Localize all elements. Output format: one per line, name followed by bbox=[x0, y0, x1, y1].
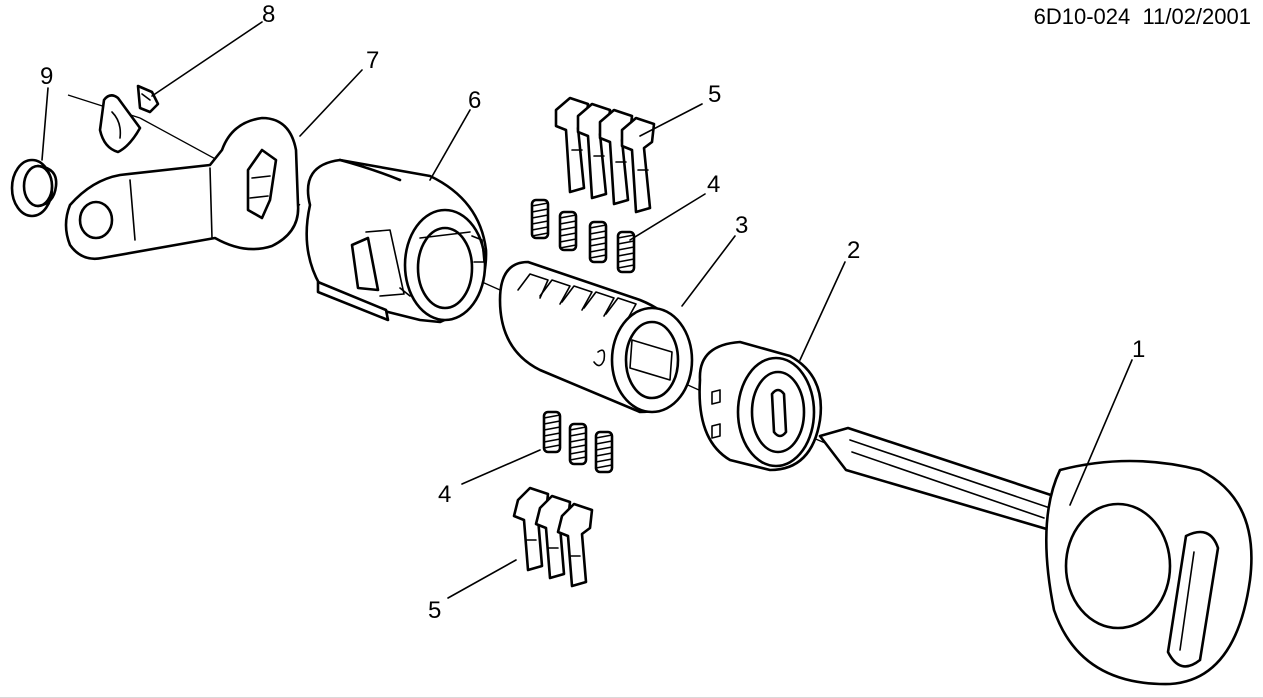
rivet-part bbox=[10, 158, 58, 218]
callout-label-tumblers-upper: 5 bbox=[708, 81, 721, 108]
callout-label-tumblers-lower: 5 bbox=[428, 597, 441, 624]
callout-label-springs-upper: 4 bbox=[707, 171, 720, 198]
callout-label-retainer-clip: 8 bbox=[262, 1, 275, 28]
leader-lines bbox=[41, 21, 1133, 599]
lever-part bbox=[64, 116, 300, 260]
tumblers-upper-part bbox=[554, 96, 656, 214]
callout-label-housing: 6 bbox=[468, 87, 481, 114]
figure-date: 11/02/2001 bbox=[1142, 4, 1251, 29]
bezel-part bbox=[698, 340, 823, 472]
housing-part bbox=[305, 158, 488, 324]
springs-upper-part bbox=[530, 198, 636, 274]
cylinder-part bbox=[498, 260, 694, 414]
callout-labels: 1 2 3 4 4 5 5 6 7 8 9 bbox=[40, 1, 1145, 624]
figure-id: 6D10-024 bbox=[1033, 4, 1131, 29]
callout-label-rivet: 9 bbox=[40, 63, 53, 90]
callout-label-cylinder: 3 bbox=[735, 212, 748, 239]
tumblers-lower-part bbox=[512, 486, 594, 588]
figure-header: 6D10-024 11/02/2001 bbox=[1034, 4, 1251, 30]
key-part bbox=[818, 426, 1253, 686]
callout-label-bezel: 2 bbox=[847, 237, 860, 264]
springs-lower-part bbox=[542, 410, 614, 474]
callout-label-key: 1 bbox=[1132, 336, 1145, 363]
retainer-clip-part bbox=[98, 84, 160, 154]
callout-label-lever: 7 bbox=[366, 47, 379, 74]
callout-label-springs-lower: 4 bbox=[438, 481, 451, 508]
